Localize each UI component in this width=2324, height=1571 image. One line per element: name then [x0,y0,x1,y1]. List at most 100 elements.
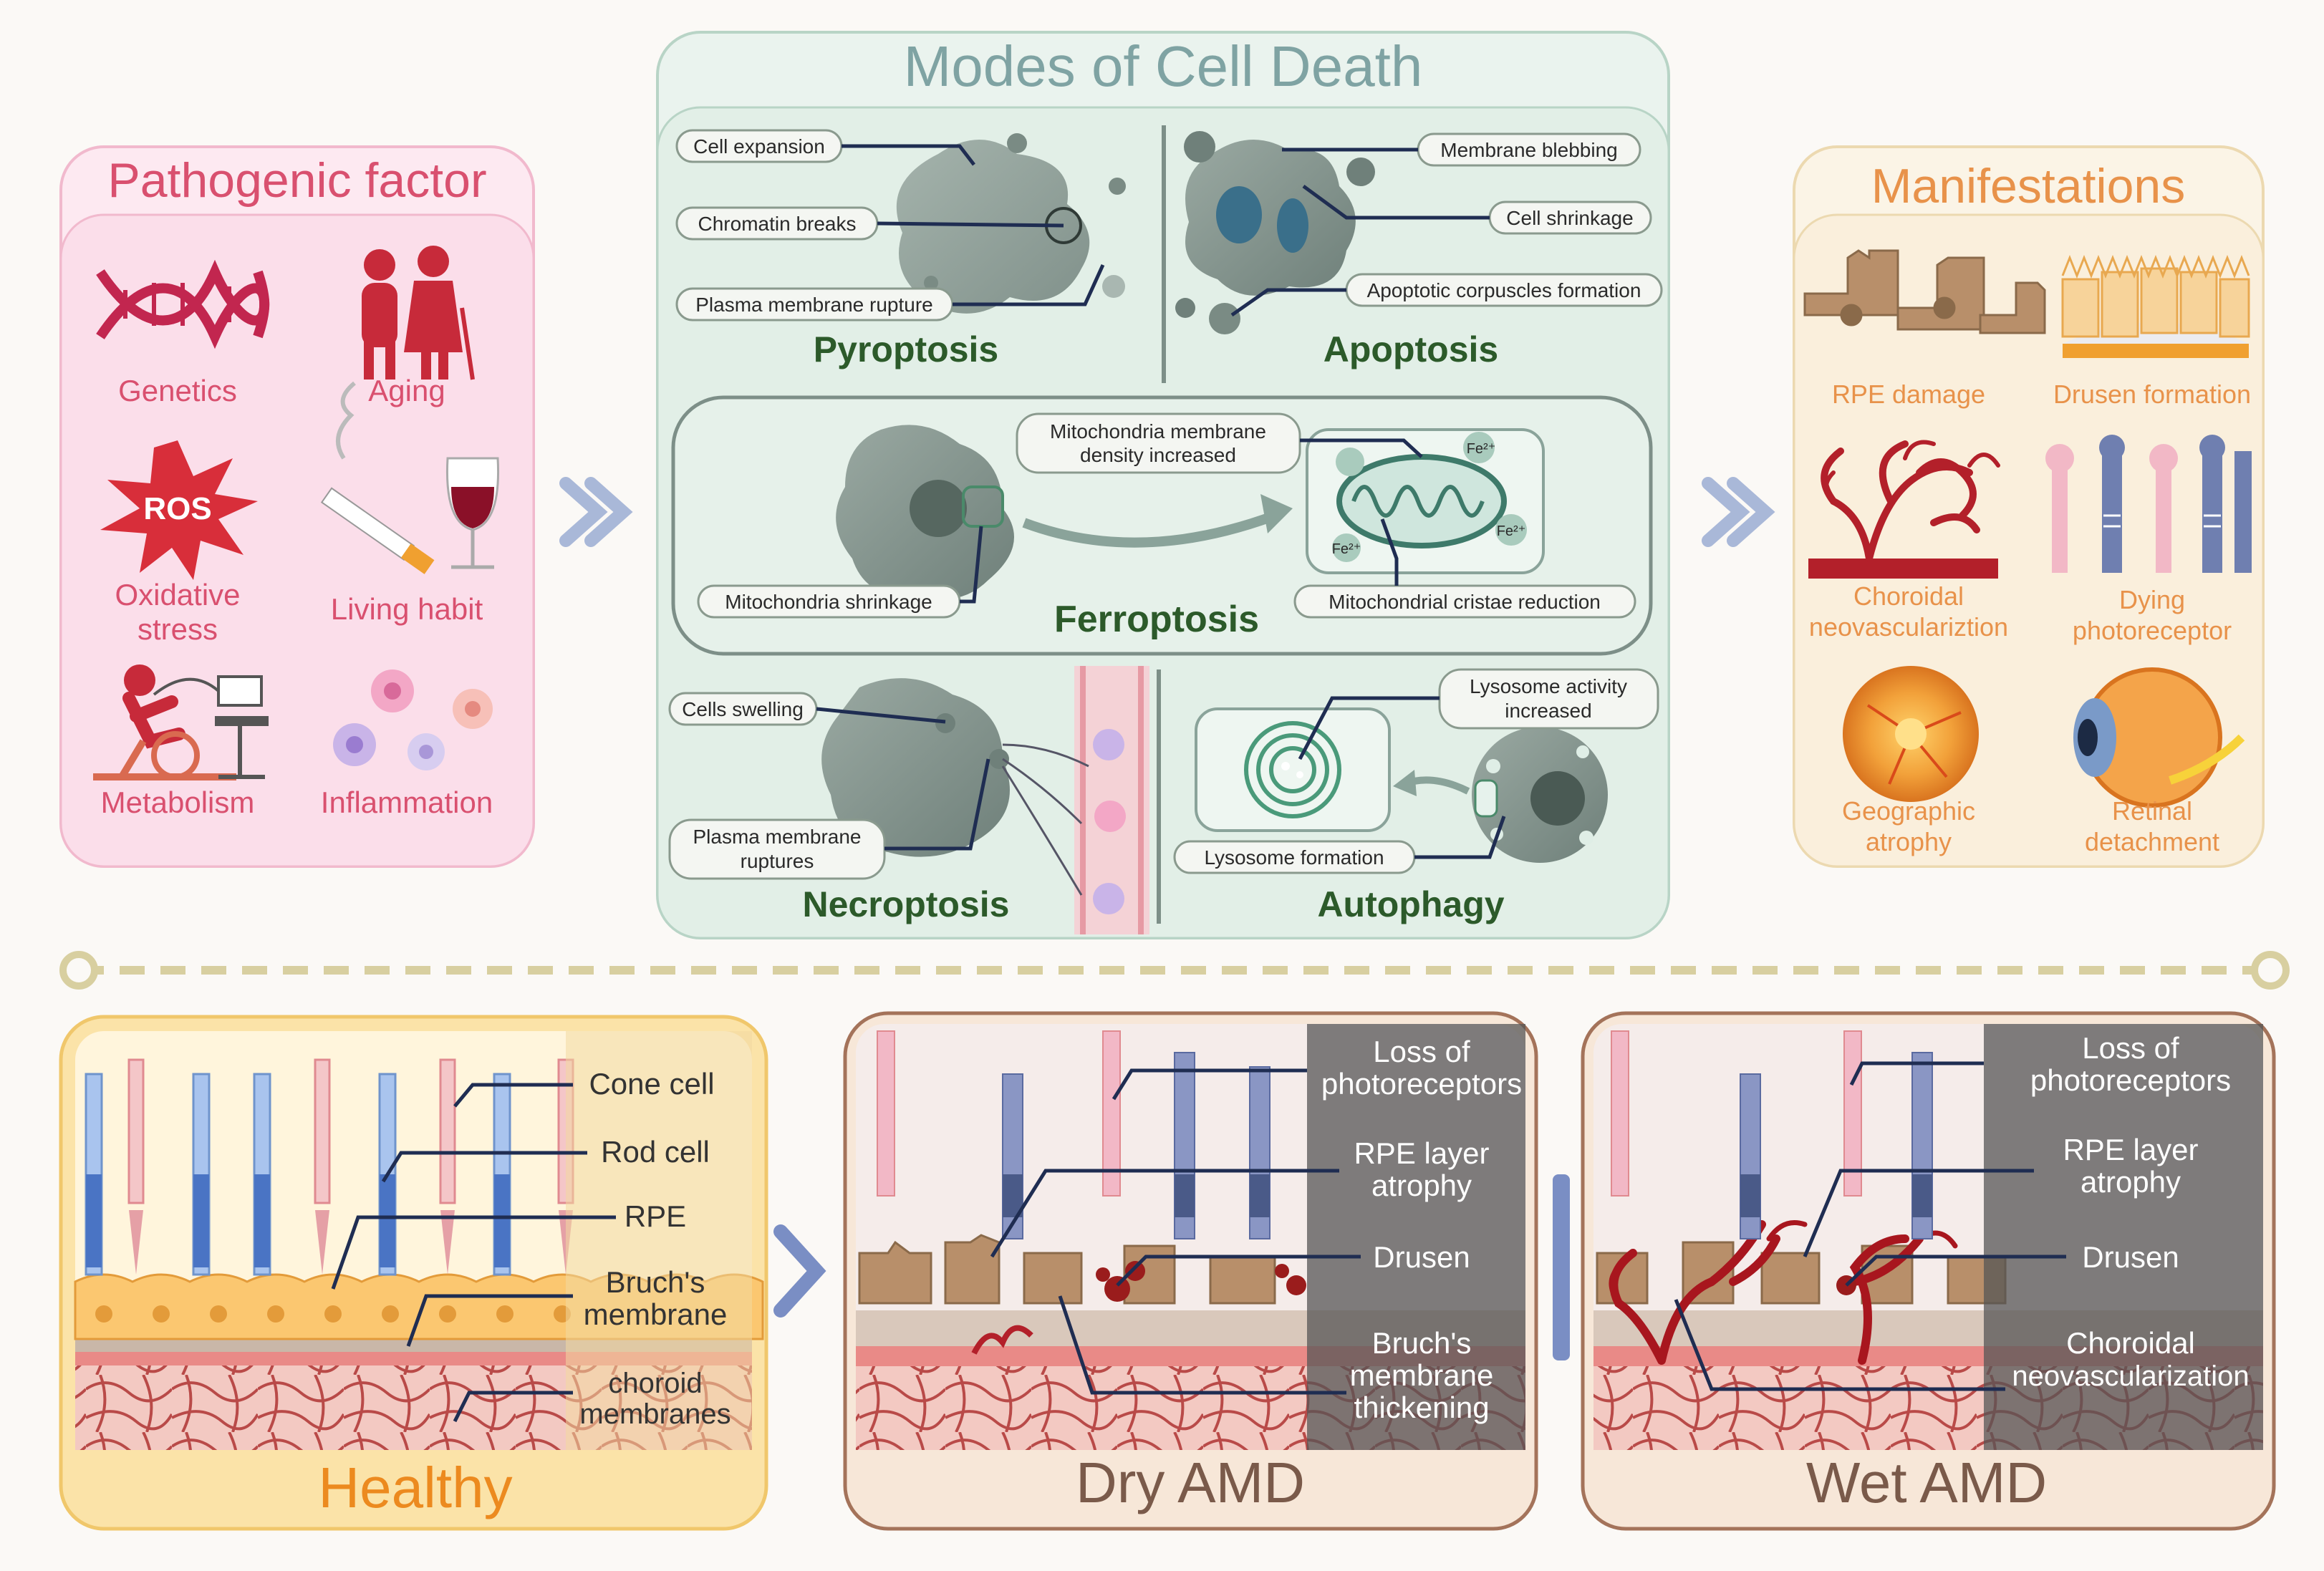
healthy-labels: Cone cell Rod cell RPE Bruch's membrane … [331,1067,731,1430]
photoreceptors-label: photoreceptors [2030,1063,2231,1097]
necroptosis-section: Cells swelling Plasma membrane ruptures … [668,666,1149,934]
dna-icon [96,259,270,349]
ros-burst-icon: ROS [100,440,258,580]
lysosome-formation-label: Lysosome formation [1204,846,1384,869]
membrane-blebbing-label: Membrane blebbing [1440,139,1618,161]
rpe-layer-label: RPE layer [2063,1133,2198,1166]
drusen-label: Drusen [2082,1240,2179,1274]
dry-amd-panel: Loss of photoreceptors RPE layer atrophy… [843,1011,1538,1531]
degenerating-photoreceptors [1611,1030,1933,1239]
dry-amd-title: Dry AMD [1076,1451,1305,1514]
wet-amd-panel: Loss of photoreceptors RPE layer atrophy… [1581,1011,2276,1531]
autophagy-name: Autophagy [1317,884,1504,924]
neovascularization-label: neovasculariztion [1809,612,2008,642]
manifestations-panel: Manifestations RPE damage Drusen formati… [1793,145,2265,868]
mito-shrinkage-label: Mitochondria shrinkage [725,591,932,613]
apoptosis-cell [1185,140,1356,296]
increased-label: increased [1505,700,1591,722]
timeline-divider [59,951,2290,990]
necroptosis-name: Necroptosis [803,884,1010,924]
fe-ion-label: Fe²⁺ [1332,541,1361,557]
immune-cells-icon [333,670,493,770]
atrophy-label: atrophy [1371,1169,1472,1202]
choroidal-label: Choroidal [1853,581,1964,611]
lysosome-icon [1244,721,1341,818]
pyroptosis-section: Cell expansion Chromatin breaks Plasma m… [675,129,1126,369]
loss-of-label: Loss of [1373,1035,1470,1068]
loss-of-label: Loss of [2082,1031,2179,1065]
membrane-label: membrane [1350,1358,1494,1392]
autophagy-section: Lysosome activity increased Lysosome for… [1173,668,1659,924]
cell-expansion-label: Cell expansion [693,135,825,158]
stress-label: stress [138,612,218,646]
geographic-atrophy-icon [1843,666,1979,802]
label-overlay [1984,1024,2263,1450]
photoreceptors-label: photoreceptors [1321,1067,1522,1101]
pyroptosis-name: Pyroptosis [814,329,998,369]
membranes-label: membranes [579,1398,731,1430]
cristae-reduction-label: Mitochondrial cristae reduction [1329,591,1601,613]
wet-amd-title: Wet AMD [1806,1451,2047,1514]
genetics-label: Genetics [118,374,237,407]
vessel-strip [1074,666,1149,934]
rpe-damage-label: RPE damage [1832,380,1985,409]
drusen-label: Drusen [1373,1240,1470,1274]
choroidal-vessels-icon [1808,440,2000,579]
apoptotic-corpuscles-label: Apoptotic corpuscles formation [1367,279,1641,301]
cone-cell-label: Cone cell [589,1067,714,1101]
apoptosis-section: Membrane blebbing Cell shrinkage Apoptot… [1175,131,1663,369]
fe-ion-label: Fe²⁺ [1497,523,1526,539]
geographic-label: Geographic [1842,796,1975,826]
pathogenic-factor-panel: Pathogenic factor Genetics Aging ROS Oxi… [59,145,535,868]
elderly-couple-icon [362,246,475,380]
chromatin-breaks-label: Chromatin breaks [698,213,857,235]
dry-labels: Loss of photoreceptors RPE layer atrophy… [990,1035,1522,1424]
neovascularization-label: neovascularization [2012,1360,2249,1392]
drusen-formation-icon [2061,254,2250,358]
necroptosis-cell [821,678,1010,857]
ruptures-label: ruptures [741,850,814,872]
lysosome-activity-label: Lysosome activity [1470,675,1627,697]
cigarette-wine-icon [320,381,500,574]
metabolism-label: Metabolism [101,786,255,819]
ferroptosis-section: Fe²⁺ Fe²⁺ Fe²⁺ Mitochondria membrane den… [671,395,1653,656]
cell-shrinkage-label: Cell shrinkage [1506,207,1633,229]
retinal-detachment-icon [2073,667,2245,808]
mitochondria-icon [1336,454,1507,548]
detachment-label: detachment [2085,827,2219,856]
apoptosis-name: Apoptosis [1323,329,1498,369]
pathogenic-title: Pathogenic factor [107,153,486,208]
cells-swelling-label: Cells swelling [682,698,804,720]
rpe-atrophy-cells [858,1234,1276,1305]
rpe-label: RPE [625,1199,686,1233]
rpe-layer-label: RPE layer [1354,1136,1489,1170]
chevron-arrow-icon [559,477,633,547]
inflammation-label: Inflammation [321,786,493,819]
density-increased-label: density increased [1080,444,1236,466]
mito-membrane-label: Mitochondria membrane [1050,420,1266,443]
chevron-arrow-icon [1702,477,1775,547]
pyroptosis-cell [896,140,1090,314]
oxidative-label: Oxidative [115,578,240,612]
manifestations-title: Manifestations [1871,159,2185,213]
exercise-bike-icon [93,664,269,780]
photoreceptors [85,1058,574,1276]
choroid-label: choroid [608,1368,702,1399]
atrophy-label: atrophy [1866,827,1952,856]
rod-cell-label: Rod cell [601,1135,710,1169]
healthy-panel: Cone cell Rod cell RPE Bruch's membrane … [59,1015,768,1531]
ferroptosis-name: Ferroptosis [1054,599,1259,640]
bruchs-label: Bruch's [606,1265,705,1299]
atrophy-label: atrophy [2080,1165,2181,1199]
membrane-label: membrane [584,1297,728,1331]
fe-ion-label: Fe²⁺ [1467,441,1496,457]
living-habit-label: Living habit [331,592,483,626]
pill-cristae-reduction [1293,584,1636,619]
plasma-membrane-label: Plasma membrane [693,826,862,848]
photoreceptor-label: photoreceptor [2073,616,2232,645]
ros-badge: ROS [143,491,211,526]
rpe-damage-icon [1803,249,2046,334]
chevron-arrow-icon [773,1224,826,1318]
bruchs-label: Bruch's [1372,1326,1472,1360]
